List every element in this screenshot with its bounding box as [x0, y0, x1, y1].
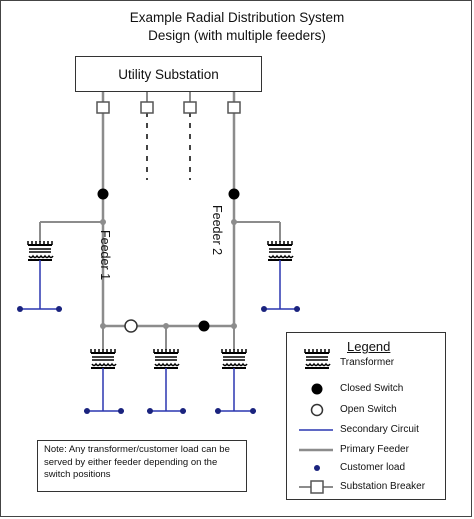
switches [97, 188, 240, 333]
primary-feeder-lines [39, 92, 281, 350]
customer-loads [17, 306, 300, 414]
junction-nodes [100, 219, 237, 329]
legend-label-customer-load: Customer load [340, 462, 406, 473]
diagram-title-line1: Example Radial Distribution System [129, 10, 345, 25]
legend-symbols [299, 348, 333, 494]
note-box: Note: Any transformer/customer load can … [37, 440, 247, 492]
open-switch-icon [310, 403, 324, 417]
secondary-circuits [18, 260, 300, 412]
customer-load-dot [314, 465, 320, 471]
feeder-1-label: Feeder 1 [98, 230, 112, 281]
legend-label-primary-feeder: Primary Feeder [340, 444, 409, 455]
legend-label-transformer: Transformer [340, 357, 395, 368]
legend-label-closed-switch: Closed Switch [340, 383, 404, 394]
transformer-icon [304, 348, 331, 369]
substation-breakers [96, 92, 241, 114]
legend-title: Legend [347, 339, 391, 354]
closed-switch-icon [311, 383, 323, 395]
diagram-title-line2: Design (with multiple feeders) [148, 28, 326, 43]
legend-label-open-switch: Open Switch [340, 404, 397, 415]
transformers [27, 240, 294, 369]
legend-label-secondary-circuit: Secondary Circuit [340, 424, 419, 435]
future-feeder-dashed-lines [146, 112, 191, 180]
utility-substation-box: Utility Substation [75, 56, 262, 92]
legend-label-substation-breaker: Substation Breaker [340, 481, 426, 492]
feeder-2-label: Feeder 2 [210, 205, 224, 256]
substation-breaker-icon [299, 480, 333, 494]
legend-box: Legend Transformer Closed Switch Open Sw… [286, 332, 446, 500]
